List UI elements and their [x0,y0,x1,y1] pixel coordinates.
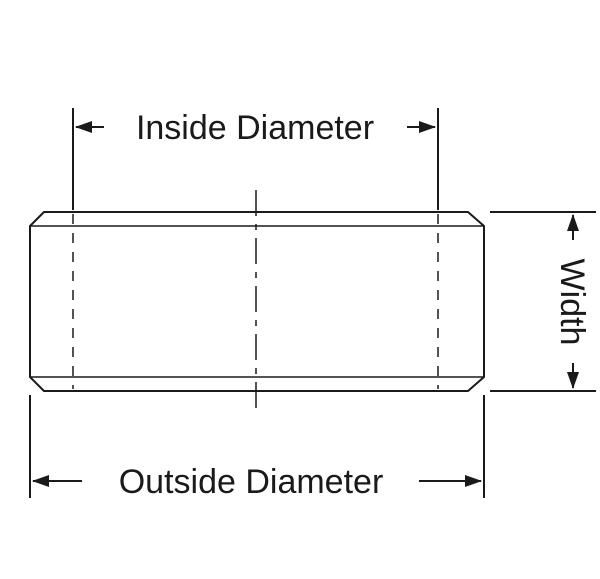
width-arrowhead-top [567,214,579,231]
width-dimension [490,211,596,392]
bushing-outline [29,211,485,392]
inside-diameter-label: Inside Diameter [136,109,374,147]
width-arrowhead-bottom [567,372,579,389]
inside-arrowhead-right [419,121,436,133]
outside-arrowhead-right [465,475,482,487]
bushing-body [29,211,485,392]
inside-diameter-dimension [72,108,439,210]
outside-diameter-dimension [29,395,485,498]
inside-arrowhead-left [75,121,92,133]
width-label: Width [553,259,591,346]
outside-arrowhead-left [32,475,49,487]
outside-diameter-label: Outside Diameter [119,463,384,501]
